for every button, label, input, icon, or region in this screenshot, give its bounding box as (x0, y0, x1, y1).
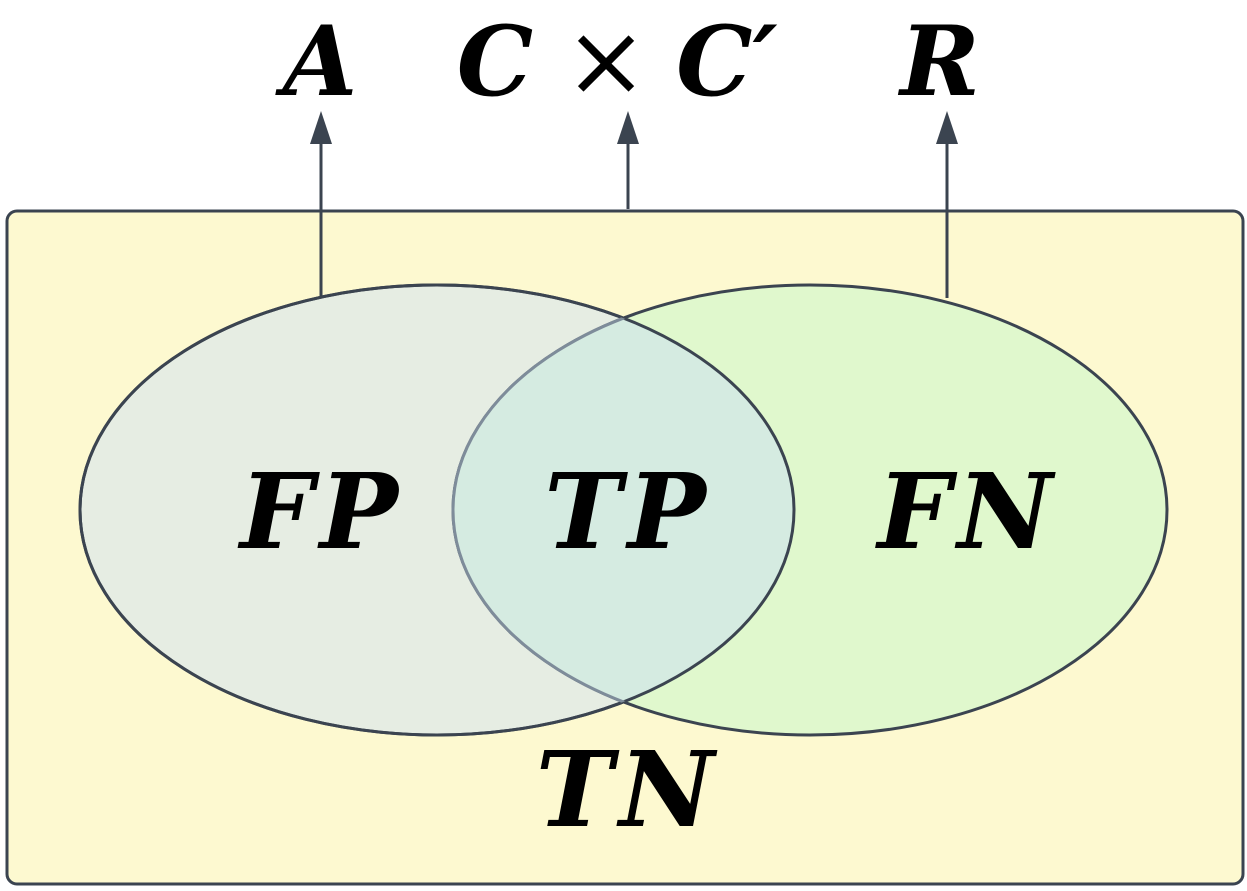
label-c: C (457, 5, 533, 118)
label-c-prime: C′ (676, 5, 778, 118)
label-r: R (897, 5, 980, 118)
arrowhead-icon (936, 111, 958, 144)
label-tp: TP (544, 450, 712, 573)
arrowhead-icon (617, 111, 639, 144)
label-fp: FP (237, 450, 404, 573)
overlap-region (453, 285, 794, 735)
label-fn: FN (875, 450, 1059, 573)
arrowhead-icon (310, 111, 332, 144)
label-a: A (275, 5, 357, 118)
overlap-outline (451, 285, 794, 735)
label-tn: TN (536, 728, 720, 851)
left-ellipse-outline (78, 283, 796, 737)
label-times: × (564, 2, 648, 119)
